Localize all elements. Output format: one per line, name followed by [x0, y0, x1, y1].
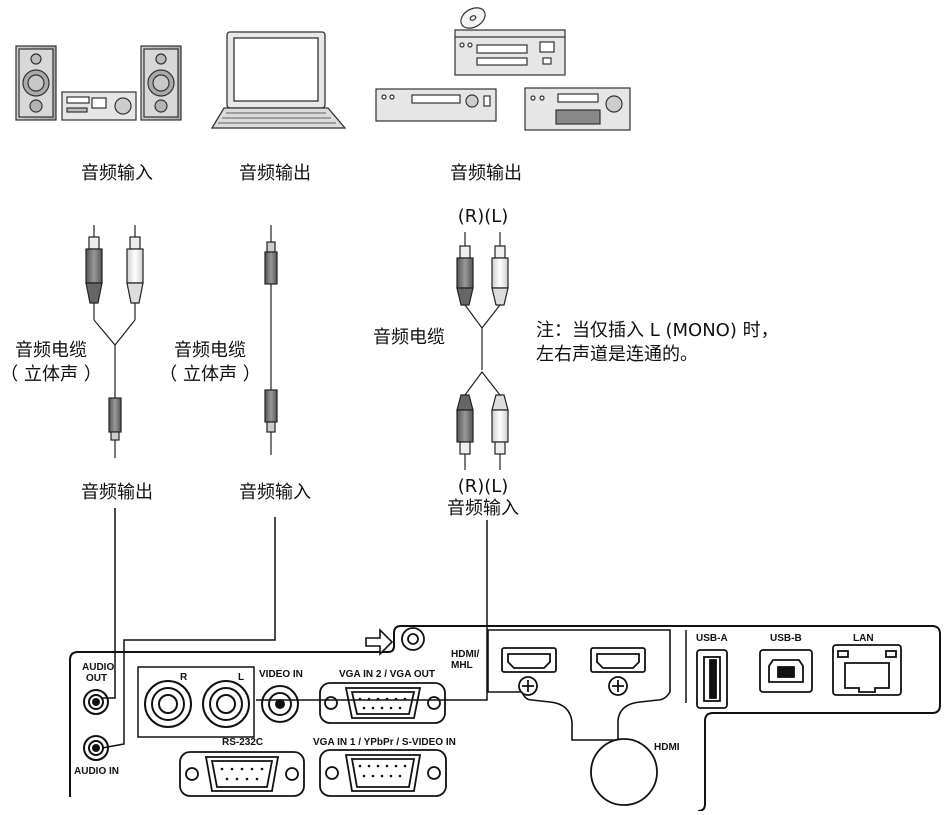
vga-in2-out-port: [319, 682, 446, 724]
cable1-name-line2: （ 立体声 ）: [0, 364, 102, 385]
cable3-bottom-label: 音频输入: [447, 498, 519, 519]
rca-r-label: R: [180, 672, 188, 683]
stereo-label: 音频输入: [81, 163, 153, 184]
line-rca: [256, 520, 488, 701]
cable1-name-line1: 音频电缆: [15, 340, 87, 361]
right-speaker-icon: [140, 45, 182, 121]
rs232c-port: [179, 751, 305, 797]
rca-plug-white: [126, 225, 144, 320]
dvd-player-icon: [454, 29, 566, 76]
tuner-icon: [524, 87, 631, 131]
cable2-name-line1: 音频电缆: [174, 340, 246, 361]
amplifier-icon: [61, 91, 137, 121]
mini-stereo-cable: [264, 225, 278, 455]
rca-r-jack: [144, 680, 192, 728]
vcr-icon: [375, 88, 497, 122]
cable3-top-rl: (R)(L): [457, 206, 509, 227]
av-label: 音频输出: [450, 163, 522, 184]
usb-b-label: USB-B: [770, 633, 802, 644]
cable2-name-line2: （ 立体声 ）: [159, 364, 261, 385]
lens-opening: [590, 738, 658, 806]
vga-in1-label: VGA IN 1 / YPbPr / S-VIDEO IN: [313, 737, 456, 748]
cable3-bottom-rl: (R)(L): [457, 476, 509, 497]
audio-in-jack: [83, 735, 109, 761]
audio-in-label: AUDIO IN: [74, 766, 119, 777]
laptop-icon: [210, 31, 347, 129]
rca-l-jack: [202, 680, 250, 728]
audio-out-label-1: AUDIO: [82, 662, 115, 673]
rca-l-label: L: [238, 672, 245, 683]
note-line2: 左右声道是连通的。: [536, 344, 698, 365]
cable2-bottom-label: 音频输入: [239, 482, 311, 503]
rca-stereo-cable: [85, 225, 144, 458]
usb-b-port: [759, 649, 813, 693]
lan-label: LAN: [853, 633, 874, 644]
usb-a-port: [696, 649, 728, 709]
mini-plug: [108, 397, 122, 458]
rca-plug-red: [85, 225, 103, 320]
rca-y-cable: [456, 232, 509, 470]
audio-out-label-2: OUT: [86, 673, 108, 684]
video-in-label: VIDEO IN: [259, 669, 303, 680]
lan-port: [832, 644, 902, 696]
hdmi-mhl-label-2: MHL: [451, 660, 473, 671]
rca-jack-frame: [137, 666, 255, 738]
left-speaker-icon: [15, 45, 57, 121]
av-equipment-icon: [375, 7, 631, 131]
laptop-label: 音频输出: [239, 163, 311, 184]
usb-a-label: USB-A: [696, 633, 728, 644]
arrow-icon: [365, 628, 394, 656]
rs232c-label: RS-232C: [222, 737, 264, 748]
video-in-jack: [261, 685, 299, 723]
projector-panel: [69, 625, 941, 812]
line-audio-out: [102, 508, 116, 699]
cd-disc-icon: [460, 7, 486, 29]
hdmi-mhl-label-1: HDMI/: [451, 649, 480, 660]
connection-lines: [101, 508, 488, 749]
hdmi-port: [590, 647, 646, 696]
stereo-system-icon: [15, 45, 182, 121]
cable1-bottom-label: 音频输出: [81, 482, 153, 503]
cable3-name: 音频电缆: [373, 327, 445, 348]
note-line1: 注：当仅插入 L (MONO) 时，: [536, 320, 779, 341]
control-jack: [401, 627, 425, 651]
vga-pin-dots: [220, 697, 407, 781]
audio-out-jack: [83, 689, 109, 715]
hdmi-label: HDMI: [654, 742, 680, 753]
hdmi-mhl-port: [501, 647, 557, 696]
vga-in1-port: [319, 749, 447, 797]
vga-in2-out-label: VGA IN 2 / VGA OUT: [339, 669, 435, 680]
line-audio-in: [101, 517, 276, 749]
